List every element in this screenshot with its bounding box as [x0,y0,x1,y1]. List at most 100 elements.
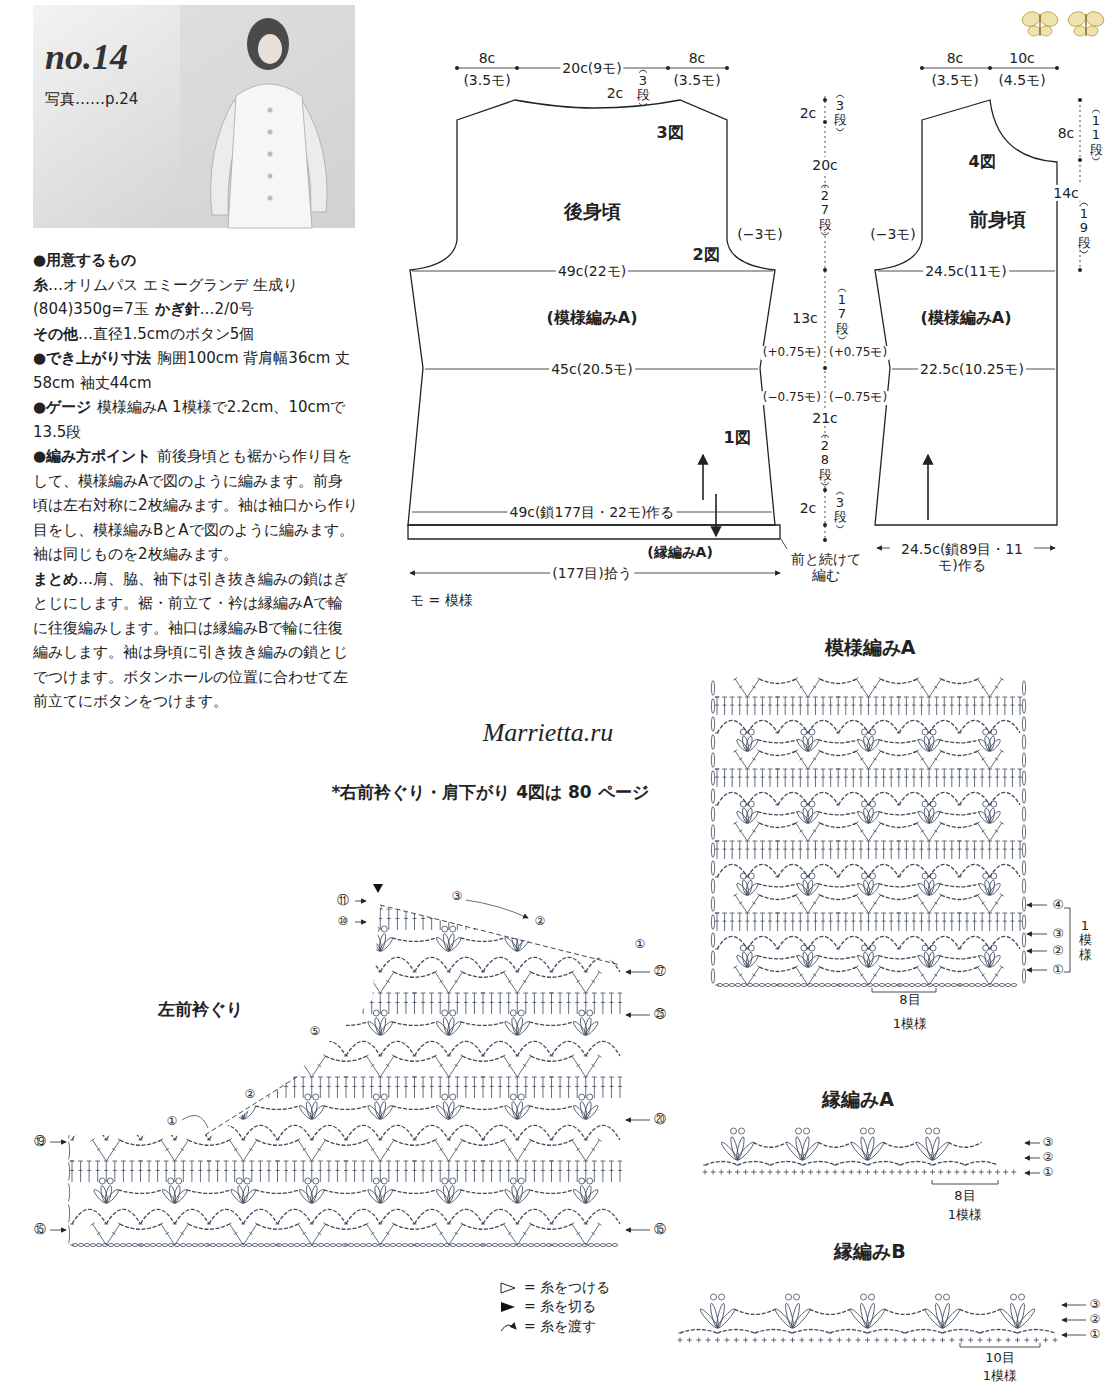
chain-arch [869,720,899,733]
dc-stitch [449,1140,463,1161]
sc-stitch [715,733,719,734]
dc-stitch [97,1148,100,1150]
sc-stitch [173,1140,177,1141]
dc-stitch [950,849,954,850]
dc-stitch [95,1161,100,1162]
dc-stitch [898,913,899,931]
dc-stitch [131,1161,132,1182]
dc-stitch [337,1161,338,1182]
dc-stitch [881,913,886,914]
dc-stitch [747,769,748,787]
dc-stitch [876,841,877,859]
chain-stitch [168,1244,173,1247]
dc-stitch [995,841,1000,842]
chain-arch [941,751,977,756]
dc-stitch [601,1170,605,1171]
picot [107,1178,113,1184]
dc-stitch [730,777,734,778]
dc-stitch [889,705,893,706]
sc-stitch [980,1338,981,1343]
chain-arch [755,1330,793,1334]
dc-stitch [311,1161,312,1182]
cluster-stitch [867,810,881,825]
dc-stitch [800,841,801,859]
dc-stitch [508,1148,511,1150]
dc-stitch [752,686,755,688]
dc-stitch [723,705,727,706]
chain-arch [483,1209,517,1224]
chain-arch [346,1125,380,1140]
sc-stitch [973,1170,974,1175]
dc-stitch [785,697,786,715]
dc-stitch [209,1161,210,1182]
dc-stitch [980,849,984,850]
dc-stitch [898,769,899,787]
turning-chain [622,1184,625,1202]
sc-stitch [965,1170,966,1175]
dc-stitch [747,697,748,715]
dc-stitch [856,967,868,985]
sc-stitch [104,1140,108,1141]
dc-stitch [935,921,939,922]
sc-stitch [207,1140,211,1141]
sc-stitch [776,985,780,986]
dc-stitch [1002,913,1007,914]
dc-stitch [1010,777,1014,778]
dc-stitch [813,841,818,842]
dc-stitch [856,823,868,841]
sc-stitch [957,805,961,806]
chain-stitch [600,1244,605,1247]
picot [176,1094,182,1100]
chain-arch [531,1140,572,1145]
dc-stitch [172,1077,177,1078]
sc-stitch [897,697,901,698]
cluster-stitch [104,1188,120,1204]
dc-stitch [1004,769,1005,787]
dc-stitch [276,1170,280,1171]
chain-stitch [234,1244,239,1247]
dc-stitch [753,921,757,922]
sc-stitch [737,1170,738,1175]
chain-arch [879,956,919,959]
dc-stitch [149,1161,150,1182]
sc-stitch [957,877,961,878]
chain-arch [415,1125,449,1140]
dc-stitch [796,895,808,913]
sc-stitch [481,1140,485,1141]
dc-stitch [506,1161,511,1162]
dc-stitch [949,769,954,770]
turning-chain [711,879,714,894]
chain-arch [324,1190,369,1194]
sc-stitch [905,1338,906,1343]
chain-stitch [192,1244,197,1247]
chain-stitch [813,984,818,987]
dc-stitch [754,841,755,859]
dimension-dot [823,488,827,492]
dc-stitch [97,1232,100,1234]
chain-stitch [951,984,956,987]
dc-stitch [860,697,861,715]
chain-stitch [891,984,896,987]
dc-stitch [1000,894,1004,897]
chain-stitch [831,984,836,987]
dc-stitch [181,1232,184,1234]
dc-stitch [433,1139,437,1142]
dc-stitch [328,1161,329,1182]
dc-stitch [912,769,917,770]
dc-stitch [917,823,929,841]
cluster-stitch [237,1101,246,1119]
dc-stitch [724,769,725,787]
dc-stitch [957,697,962,698]
dc-stitch [166,1161,167,1182]
dc-stitch [785,913,786,931]
dc-stitch [851,777,855,778]
picot [579,1094,585,1100]
chain-arch [980,1330,1018,1334]
dc-stitch [965,705,969,706]
dc-stitch [284,1161,289,1162]
picot [381,1094,387,1100]
dc-stitch [96,1170,100,1171]
row-arrow [1027,905,1047,906]
chain-arch [759,895,795,900]
dc-stitch [301,1170,305,1171]
